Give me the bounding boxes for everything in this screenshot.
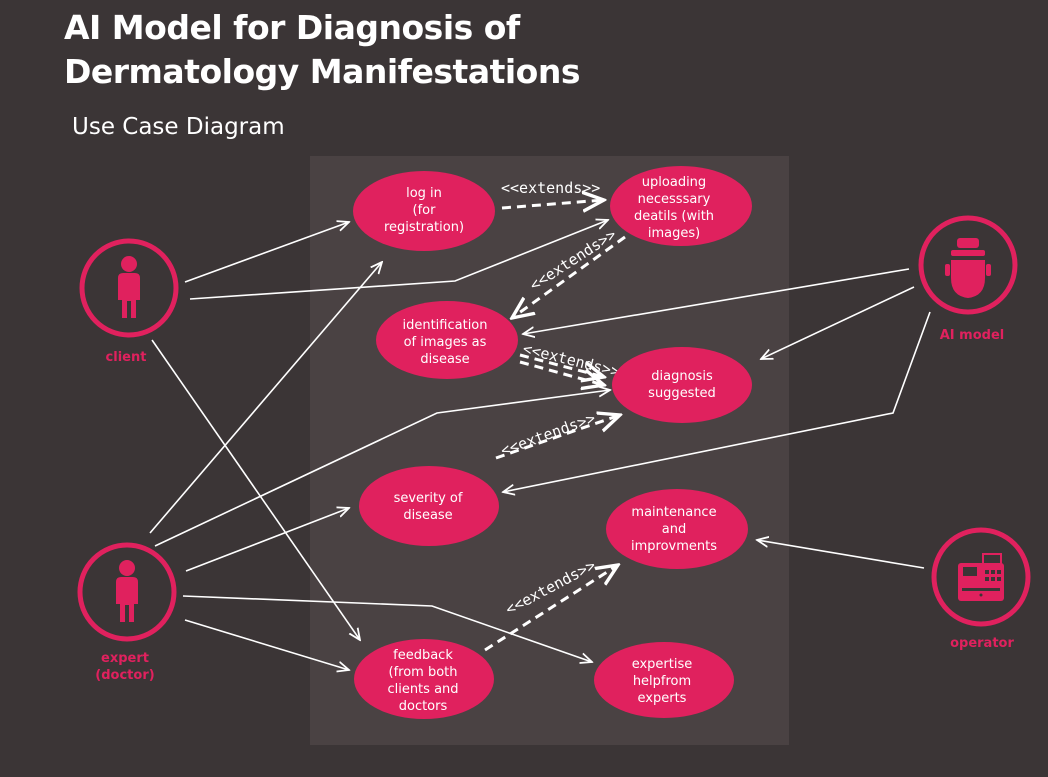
use-case-expertise-line-1: expertise bbox=[632, 657, 693, 672]
person-icon bbox=[118, 256, 140, 318]
actor-expert: expert (doctor) bbox=[77, 542, 177, 683]
extends-uploading-identification bbox=[512, 235, 626, 318]
use-case-expertise-line-3: experts bbox=[638, 691, 687, 706]
extends-label-2: <<extends>> bbox=[526, 225, 619, 294]
association-client-login bbox=[184, 222, 349, 283]
use-case-maintenance-line-3: improvments bbox=[631, 539, 717, 554]
extends-feedback-maintenance bbox=[484, 565, 618, 652]
use-case-uploading-line-1: uploading bbox=[642, 175, 706, 190]
actor-ai-model: AI model bbox=[918, 215, 1018, 343]
extends-login-uploading bbox=[501, 200, 604, 208]
use-case-severity-line-2: disease bbox=[403, 508, 452, 523]
use-case-uploading-line-2: necesssary bbox=[638, 192, 711, 207]
diagram-subtitle: Use Case Diagram bbox=[72, 114, 285, 140]
use-case-maintenance-line-1: maintenance bbox=[631, 505, 716, 520]
use-case-maintenance: maintenance and improvments bbox=[606, 489, 748, 569]
title-line-2: Dermatology Manifestations bbox=[64, 52, 580, 91]
association-expert-expertise bbox=[182, 595, 592, 662]
association-ai-severity bbox=[503, 311, 931, 492]
use-case-login-line-1: log in bbox=[406, 186, 442, 201]
use-case-feedback-line-1: feedback bbox=[393, 648, 453, 663]
robot-head-icon bbox=[945, 238, 991, 298]
person-icon bbox=[116, 560, 138, 622]
extends-label-1: <<extends>> bbox=[501, 179, 600, 197]
actor-operator-label: operator bbox=[950, 636, 1014, 651]
use-case-feedback-line-2: (from both bbox=[389, 665, 458, 680]
use-case-diagnosis: diagnosis suggested bbox=[612, 347, 752, 423]
association-client-feedback bbox=[151, 339, 360, 640]
use-case-severity-line-1: severity of bbox=[394, 491, 463, 506]
use-case-login: log in (for registration) bbox=[353, 171, 495, 251]
use-case-feedback: feedback (from both clients and doctors bbox=[354, 639, 494, 719]
use-case-expertise-line-2: helpfrom bbox=[633, 674, 691, 689]
association-ai-identification bbox=[523, 268, 910, 334]
use-case-uploading-line-3: deatils (with bbox=[634, 209, 714, 224]
title-line-1: AI Model for Diagnosis of bbox=[64, 8, 520, 47]
actor-expert-label-1: expert bbox=[101, 651, 149, 666]
use-case-login-line-2: (for bbox=[413, 203, 437, 218]
cash-register-icon bbox=[958, 553, 1004, 601]
association-expert-diagnosis bbox=[154, 390, 610, 547]
association-expert-login bbox=[149, 262, 382, 534]
use-case-expertise: expertise helpfrom experts bbox=[594, 642, 734, 718]
use-case-feedback-line-3: clients and bbox=[387, 682, 458, 697]
actor-ai-model-label: AI model bbox=[940, 328, 1004, 343]
actor-expert-label-2: (doctor) bbox=[95, 668, 154, 683]
use-case-login-line-3: registration) bbox=[384, 220, 464, 235]
use-case-diagnosis-line-2: suggested bbox=[648, 386, 716, 401]
actor-operator: operator bbox=[931, 527, 1031, 651]
association-expert-feedback bbox=[184, 619, 349, 670]
use-case-feedback-line-4: doctors bbox=[399, 699, 448, 714]
association-client-uploading bbox=[189, 220, 608, 300]
actor-client-label: client bbox=[106, 350, 147, 365]
use-case-identification: identification of images as disease bbox=[376, 301, 518, 379]
extends-severity-diagnosis bbox=[495, 415, 620, 460]
use-case-identification-line-3: disease bbox=[420, 352, 469, 367]
association-operator-maintenance bbox=[757, 540, 925, 569]
association-expert-severity bbox=[185, 508, 349, 572]
actor-client: client bbox=[79, 238, 179, 365]
use-case-maintenance-line-2: and bbox=[662, 522, 686, 537]
use-case-diagnosis-line-1: diagnosis bbox=[651, 369, 713, 384]
use-case-uploading-line-4: images) bbox=[648, 226, 700, 241]
use-case-identification-line-2: of images as bbox=[404, 335, 487, 350]
use-case-severity: severity of disease bbox=[359, 466, 499, 546]
extends-label-4: <<extends>> bbox=[498, 409, 598, 460]
association-ai-diagnosis bbox=[761, 286, 915, 359]
use-case-identification-line-1: identification bbox=[402, 318, 487, 333]
use-case-uploading: uploading necesssary deatils (with image… bbox=[610, 166, 752, 246]
page-title: AI Model for Diagnosis of Dermatology Ma… bbox=[64, 6, 580, 94]
